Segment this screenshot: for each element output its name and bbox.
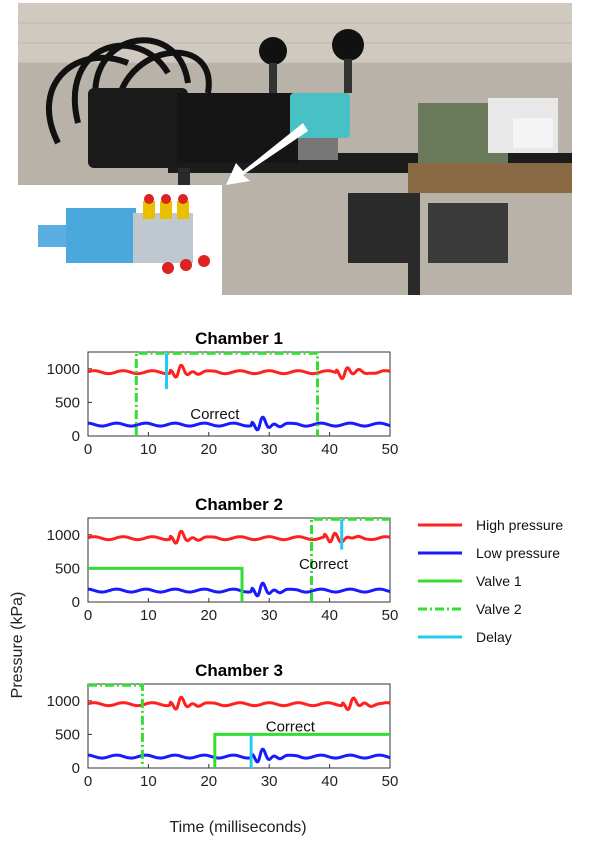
plot-area xyxy=(87,351,391,437)
legend-item: Valve 2 xyxy=(418,601,522,617)
pump-inset-render xyxy=(18,185,222,295)
annotation-correct: Correct xyxy=(190,406,240,423)
x-tick-label: 10 xyxy=(140,441,157,458)
low-pressure-line xyxy=(87,581,391,598)
y-tick-label: 0 xyxy=(72,760,80,777)
legend-label: Low pressure xyxy=(476,545,560,561)
legend-item: High pressure xyxy=(418,517,563,533)
chart-title: Chamber 2 xyxy=(195,495,283,514)
legend-item: Valve 1 xyxy=(418,573,522,589)
x-tick-label: 40 xyxy=(321,441,338,458)
valve-2-line xyxy=(88,683,144,768)
pressure-sensors xyxy=(259,29,364,93)
legend-label: Valve 2 xyxy=(476,601,522,617)
y-tick-label: 0 xyxy=(72,428,80,445)
chart-title: Chamber 1 xyxy=(195,329,283,348)
x-tick-label: 40 xyxy=(321,773,338,790)
x-tick-label: 10 xyxy=(140,773,157,790)
valve-1-line xyxy=(213,732,390,768)
valve-2-line xyxy=(134,351,319,436)
x-tick-label: 20 xyxy=(200,441,217,458)
legend-label: Delay xyxy=(476,629,512,645)
low-pressure-line xyxy=(87,747,391,764)
x-tick-label: 30 xyxy=(261,607,278,624)
high-pressure-line xyxy=(87,695,391,712)
y-tick-label: 500 xyxy=(55,726,80,743)
low-pressure-line xyxy=(87,415,391,432)
y-axis-label: Pressure (kPa) xyxy=(9,592,26,699)
y-tick-label: 1000 xyxy=(47,693,80,710)
motor xyxy=(88,88,188,168)
y-tick-label: 500 xyxy=(55,560,80,577)
hydraulic-hoses xyxy=(45,37,212,145)
y-tick-label: 500 xyxy=(55,394,80,411)
legend-label: Valve 1 xyxy=(476,573,522,589)
x-tick-label: 0 xyxy=(84,441,92,458)
x-tick-label: 20 xyxy=(200,773,217,790)
plot-area xyxy=(87,683,391,769)
plot-area xyxy=(87,517,391,603)
x-tick-label: 30 xyxy=(261,773,278,790)
legend-item: Delay xyxy=(418,629,512,645)
x-tick-label: 0 xyxy=(84,773,92,790)
y-tick-label: 0 xyxy=(72,594,80,611)
x-tick-label: 20 xyxy=(200,607,217,624)
y-tick-label: 1000 xyxy=(47,527,80,544)
legend-item: Low pressure xyxy=(418,545,560,561)
annotation-correct: Correct xyxy=(266,719,316,736)
annotation-correct: Correct xyxy=(299,556,349,573)
x-tick-label: 0 xyxy=(84,607,92,624)
x-tick-label: 40 xyxy=(321,607,338,624)
high-pressure-line xyxy=(87,363,391,380)
x-tick-label: 50 xyxy=(382,773,399,790)
x-tick-label: 50 xyxy=(382,607,399,624)
x-axis-label: Time (milliseconds) xyxy=(169,819,306,836)
legend-label: High pressure xyxy=(476,517,563,533)
valve-1-line xyxy=(88,566,244,602)
chart-title: Chamber 3 xyxy=(195,661,283,680)
x-tick-label: 50 xyxy=(382,441,399,458)
x-tick-label: 30 xyxy=(261,441,278,458)
x-tick-label: 10 xyxy=(140,607,157,624)
test-rig-photo xyxy=(18,3,572,295)
high-pressure-line xyxy=(87,529,391,545)
y-tick-label: 1000 xyxy=(47,361,80,378)
control-electronics xyxy=(348,98,558,263)
